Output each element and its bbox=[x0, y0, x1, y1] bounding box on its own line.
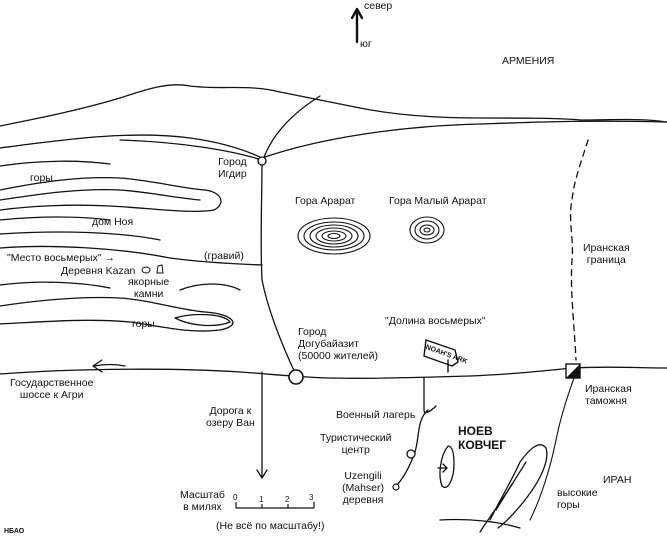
river-north bbox=[0, 120, 667, 159]
label-mountains-bottom: горы bbox=[132, 318, 155, 330]
scale-note: (Не всё по масштабу!) bbox=[216, 520, 325, 532]
ararat-contours bbox=[297, 217, 371, 255]
label-place-of-eight: "Место восьмерых" → bbox=[7, 252, 115, 264]
lesser-ararat-contours bbox=[409, 216, 445, 244]
iran-customs-marker bbox=[565, 363, 581, 379]
compass-arrow bbox=[350, 7, 364, 44]
mountain-range-bottom bbox=[0, 296, 234, 332]
label-military-camp: Военный лагерь bbox=[336, 409, 416, 421]
gravel-line bbox=[0, 245, 263, 266]
road-igdir-north bbox=[262, 95, 321, 161]
compass-north-label: север bbox=[364, 0, 393, 12]
compass-south-label: юг bbox=[360, 38, 372, 50]
label-noah-house: дом Ноя bbox=[92, 216, 134, 228]
label-kazan-village: Деревня Kazan bbox=[61, 265, 136, 277]
scale-tick-2: 2 bbox=[285, 495, 290, 504]
uzengili-marker bbox=[392, 483, 400, 491]
label-lesser-ararat: Гора Малый Арарат bbox=[389, 195, 487, 207]
road-igdir-dogu bbox=[260, 162, 297, 376]
region-armenia: АРМЕНИЯ bbox=[502, 55, 555, 67]
signpost bbox=[423, 339, 459, 373]
label-mountains-top: горы bbox=[30, 172, 53, 184]
camp-road bbox=[395, 377, 437, 487]
armenia-border bbox=[0, 84, 667, 127]
dogubayazit-marker bbox=[288, 369, 304, 385]
label-valley-of-eight: "Долина восьмерых" bbox=[385, 315, 486, 327]
region-iran: ИРАН bbox=[603, 474, 632, 486]
label-uzengili: Uzengili(Mahser)деревня bbox=[342, 470, 385, 506]
igdir-marker bbox=[257, 156, 267, 166]
ark-shape bbox=[439, 445, 455, 489]
kazan-marker-1 bbox=[141, 266, 151, 274]
iran-border bbox=[569, 139, 589, 361]
scale-tick-3: 3 bbox=[309, 493, 314, 502]
label-gravel: (гравий) bbox=[204, 250, 244, 262]
scale-tick-0: 0 bbox=[233, 493, 238, 502]
kazan-marker-2 bbox=[156, 264, 164, 274]
scale-tick-1: 1 bbox=[259, 495, 264, 504]
scale-bar bbox=[235, 502, 315, 509]
label-ararat: Гора Арарат bbox=[295, 195, 356, 207]
credit: НБАО bbox=[4, 528, 25, 535]
van-road bbox=[256, 371, 268, 479]
road-igdir-west bbox=[119, 139, 263, 161]
high-mountains bbox=[489, 444, 548, 529]
mountain-range-top bbox=[0, 176, 222, 212]
agri-arrow bbox=[92, 359, 126, 373]
tourist-center-marker bbox=[406, 449, 416, 459]
